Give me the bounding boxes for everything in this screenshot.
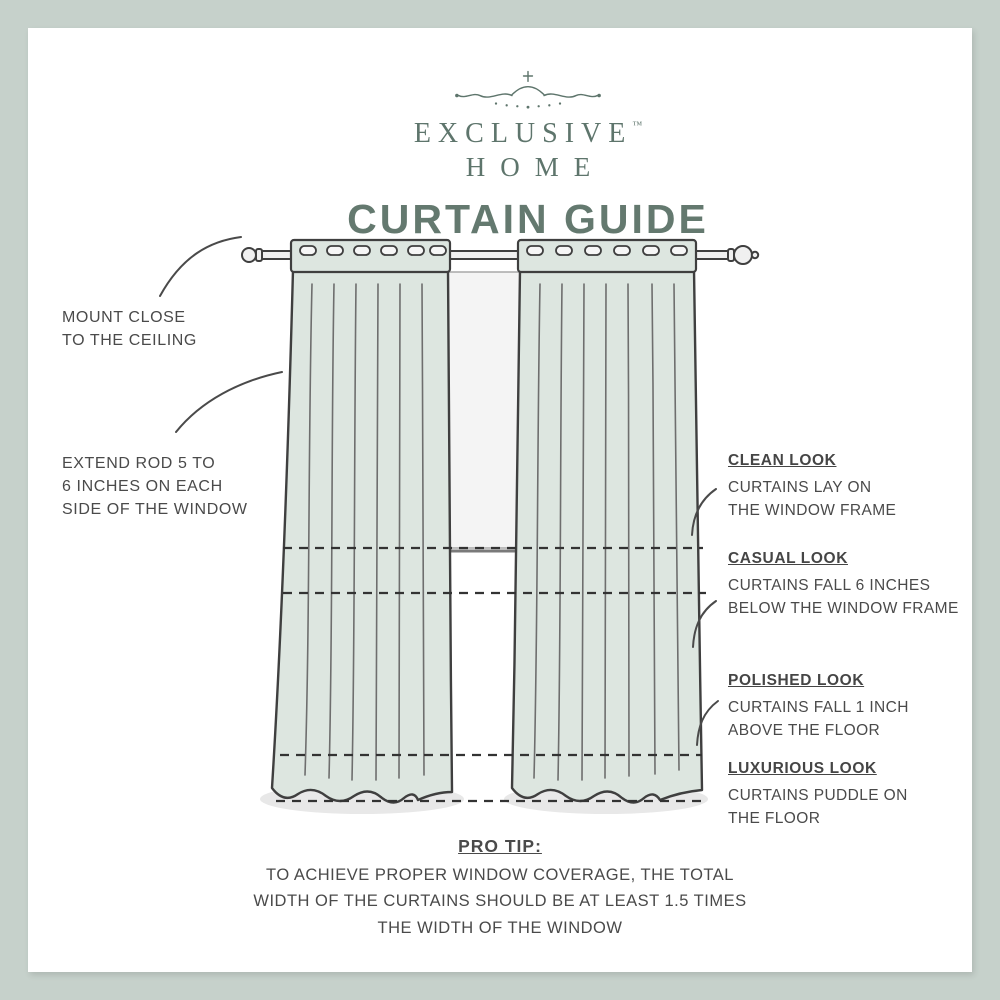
look-clean-heading: CLEAN LOOK <box>728 452 837 469</box>
folds-left <box>304 283 425 781</box>
pro-tip-body: TO ACHIEVE PROPER WINDOW COVERAGE, THE T… <box>253 866 747 937</box>
look-polished-heading: POLISHED LOOK <box>728 672 865 689</box>
note-mount-close: MOUNT CLOSE TO THE CEILING <box>62 309 197 350</box>
look-casual-heading: CASUAL LOOK <box>728 550 848 567</box>
pro-tip-heading: PRO TIP: <box>458 836 542 856</box>
grommets-right <box>526 245 688 256</box>
look-polished: POLISHED LOOK CURTAINS FALL 1 INCH ABOVE… <box>728 672 978 743</box>
left-curtain-panel <box>270 238 454 804</box>
brand-name-bottom: HOME <box>465 152 606 182</box>
look-clean: CLEAN LOOK CURTAINS LAY ON THE WINDOW FR… <box>728 452 978 523</box>
pointer-curves <box>159 236 719 746</box>
look-casual-body: CURTAINS FALL 6 INCHES BELOW THE WINDOW … <box>728 577 959 618</box>
right-curtain-panel <box>510 238 704 804</box>
logo-flourish-icon <box>438 68 618 116</box>
note-extend-rod: EXTEND ROD 5 TO 6 INCHES ON EACH SIDE OF… <box>62 455 248 519</box>
look-polished-body: CURTAINS FALL 1 INCH ABOVE THE FLOOR <box>728 699 909 740</box>
polished-pointer <box>696 700 719 746</box>
look-luxurious: LUXURIOUS LOOK CURTAINS PUDDLE ON THE FL… <box>728 760 978 831</box>
page-title: CURTAIN GUIDE <box>347 196 709 242</box>
casual-pointer <box>692 600 717 648</box>
brand-name-top: EXCLUSIVE™ <box>28 118 1000 150</box>
clean-pointer <box>691 488 717 536</box>
length-guide-lines <box>276 546 706 803</box>
trademark-symbol: ™ <box>632 120 643 131</box>
folds-right <box>533 283 680 781</box>
mount-pointer <box>159 236 242 297</box>
look-luxurious-body: CURTAINS PUDDLE ON THE FLOOR <box>728 787 908 828</box>
look-luxurious-heading: LUXURIOUS LOOK <box>728 760 877 777</box>
extend-pointer <box>175 371 283 433</box>
brand-name-text: EXCLUSIVE <box>413 118 633 149</box>
grommets-left <box>299 245 447 256</box>
look-casual: CASUAL LOOK CURTAINS FALL 6 INCHES BELOW… <box>728 550 978 621</box>
look-clean-body: CURTAINS LAY ON THE WINDOW FRAME <box>728 479 897 520</box>
